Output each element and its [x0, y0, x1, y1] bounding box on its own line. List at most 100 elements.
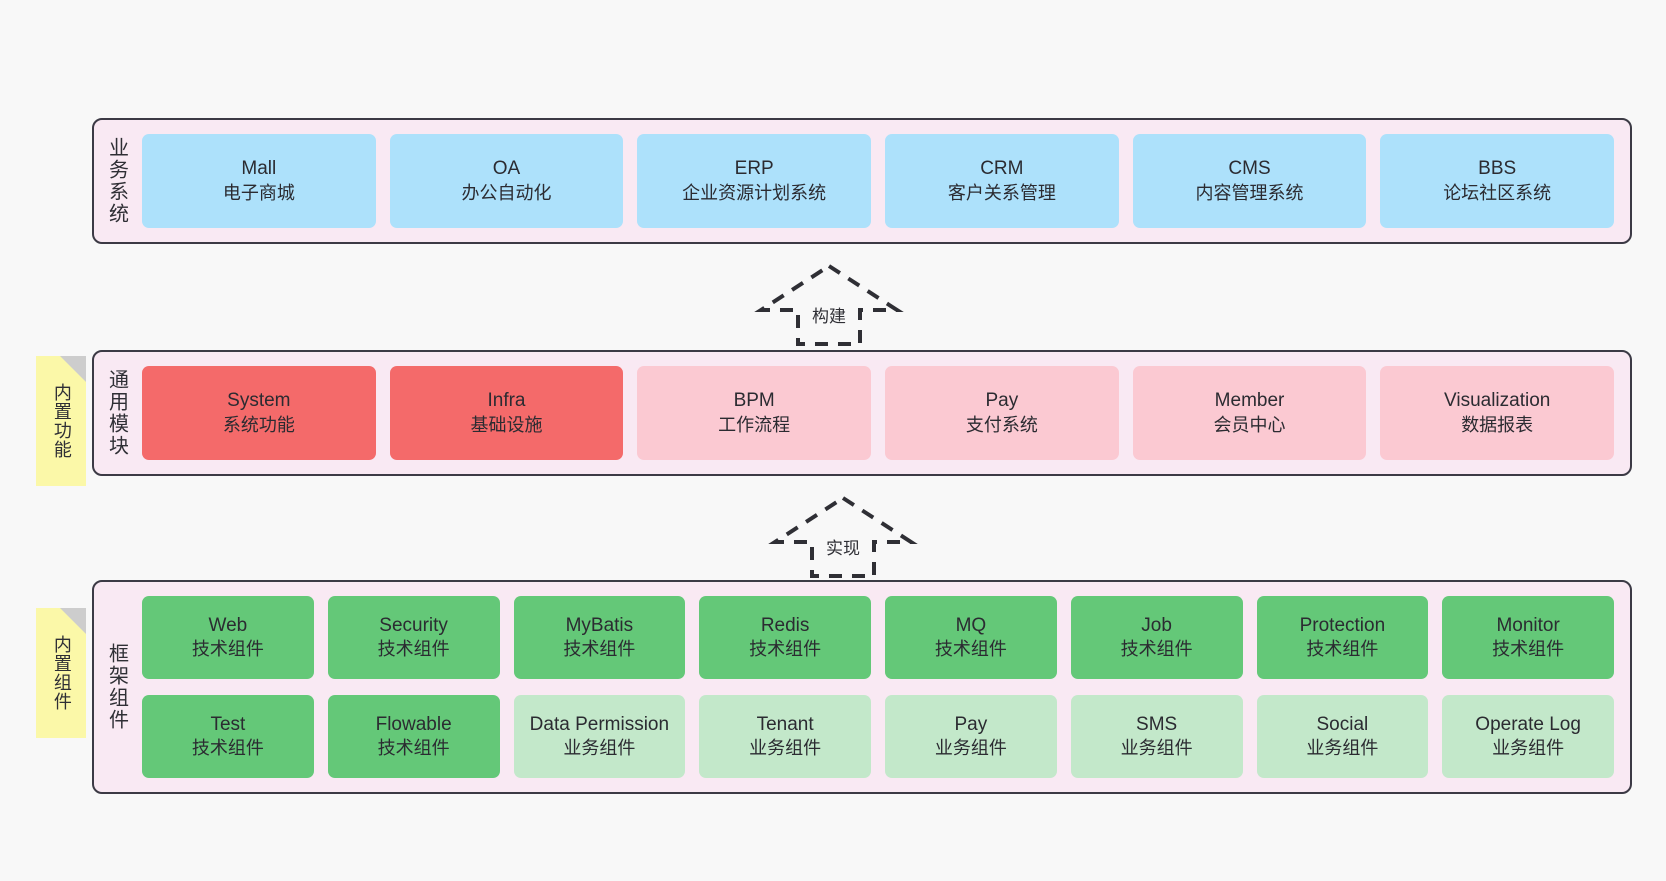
- card-title: Web: [208, 614, 248, 636]
- card-framework-security[interactable]: Security 技术组件: [327, 596, 500, 679]
- card-framework-redis[interactable]: Redis 技术组件: [699, 596, 871, 679]
- note-fold-corner-icon: [60, 356, 86, 382]
- card-subtitle: 支付系统: [965, 414, 1038, 435]
- card-title: Pay: [985, 390, 1019, 412]
- card-title: Visualization: [1444, 390, 1551, 412]
- card-subtitle: 业务组件: [1120, 738, 1193, 759]
- card-subtitle: 业务组件: [1492, 738, 1565, 759]
- sticky-note-builtin-features-label: 内置功能: [51, 383, 72, 459]
- card-title: CMS: [1228, 158, 1271, 180]
- card-title: Operate Log: [1475, 713, 1581, 735]
- sticky-note-builtin-components-label: 内置组件: [51, 635, 72, 711]
- card-framework-data-permission[interactable]: Data Permission 业务组件: [513, 695, 686, 778]
- card-subtitle: 技术组件: [749, 639, 822, 660]
- section-label-framework-components: 框架组件: [105, 643, 128, 731]
- card-framework-mybatis[interactable]: MyBatis 技术组件: [513, 596, 686, 679]
- card-framework-monitor[interactable]: Monitor 技术组件: [1442, 596, 1614, 679]
- card-subtitle: 技术组件: [563, 639, 636, 660]
- card-title: CRM: [980, 158, 1024, 180]
- section-label-business-systems: 业务系统: [105, 137, 128, 225]
- card-title: System: [227, 390, 291, 412]
- sticky-note-builtin-components: 内置组件: [36, 608, 86, 738]
- card-title: Monitor: [1496, 614, 1560, 636]
- card-framework-test[interactable]: Test 技术组件: [142, 695, 314, 778]
- card-title: MQ: [955, 614, 987, 636]
- card-subtitle: 技术组件: [191, 738, 264, 759]
- card-subtitle: 系统功能: [222, 414, 295, 435]
- card-title: MyBatis: [565, 614, 634, 636]
- card-title: Flowable: [375, 713, 452, 735]
- card-subtitle: 工作流程: [718, 414, 791, 435]
- card-title: Social: [1316, 713, 1369, 735]
- arrow-build-shape: [754, 263, 904, 346]
- card-subtitle: 办公自动化: [461, 182, 552, 203]
- card-subtitle: 技术组件: [934, 639, 1007, 660]
- card-subtitle: 技术组件: [377, 738, 450, 759]
- card-title: OA: [492, 158, 521, 180]
- arrow-implement-label: 实现: [826, 539, 860, 558]
- card-title: Redis: [760, 614, 810, 636]
- card-subtitle: 技术组件: [1492, 639, 1565, 660]
- note-fold-corner-icon: [60, 608, 86, 634]
- card-subtitle: 业务组件: [563, 738, 636, 759]
- card-subtitle: 企业资源计划系统: [682, 182, 827, 203]
- card-title: Test: [210, 713, 246, 735]
- card-title: Pay: [954, 713, 988, 735]
- card-title: Job: [1141, 614, 1172, 636]
- card-subtitle: 技术组件: [377, 639, 450, 660]
- card-framework-sms[interactable]: SMS 业务组件: [1070, 695, 1243, 778]
- card-subtitle: 内容管理系统: [1195, 182, 1304, 203]
- card-framework-job[interactable]: Job 技术组件: [1070, 596, 1243, 679]
- arrow-implement-shape: [768, 495, 918, 578]
- card-framework-social[interactable]: Social 业务组件: [1256, 695, 1429, 778]
- card-title: ERP: [734, 158, 774, 180]
- card-title: SMS: [1136, 713, 1178, 735]
- card-framework-pay[interactable]: Pay 业务组件: [885, 695, 1057, 778]
- card-title: Infra: [487, 390, 526, 412]
- card-subtitle: 数据报表: [1461, 414, 1534, 435]
- arrow-build-label: 构建: [812, 307, 846, 326]
- card-framework-operate-log[interactable]: Operate Log 业务组件: [1442, 695, 1614, 778]
- arrow-build: 构建: [754, 262, 904, 346]
- card-subtitle: 技术组件: [1120, 639, 1193, 660]
- card-subtitle: 电子商城: [222, 182, 295, 203]
- card-subtitle: 业务组件: [749, 738, 822, 759]
- card-title: Member: [1214, 390, 1285, 412]
- card-title: Security: [379, 614, 448, 636]
- card-framework-flowable[interactable]: Flowable 技术组件: [327, 695, 500, 778]
- card-subtitle: 业务组件: [1306, 738, 1379, 759]
- card-framework-mq[interactable]: MQ 技术组件: [885, 596, 1057, 679]
- card-subtitle: 基础设施: [470, 414, 543, 435]
- card-title: BBS: [1478, 158, 1517, 180]
- card-subtitle: 客户关系管理: [947, 182, 1056, 203]
- card-subtitle: 业务组件: [934, 738, 1007, 759]
- card-title: BPM: [733, 390, 775, 412]
- card-title: Data Permission: [529, 713, 670, 735]
- arrow-implement: 实现: [768, 494, 918, 578]
